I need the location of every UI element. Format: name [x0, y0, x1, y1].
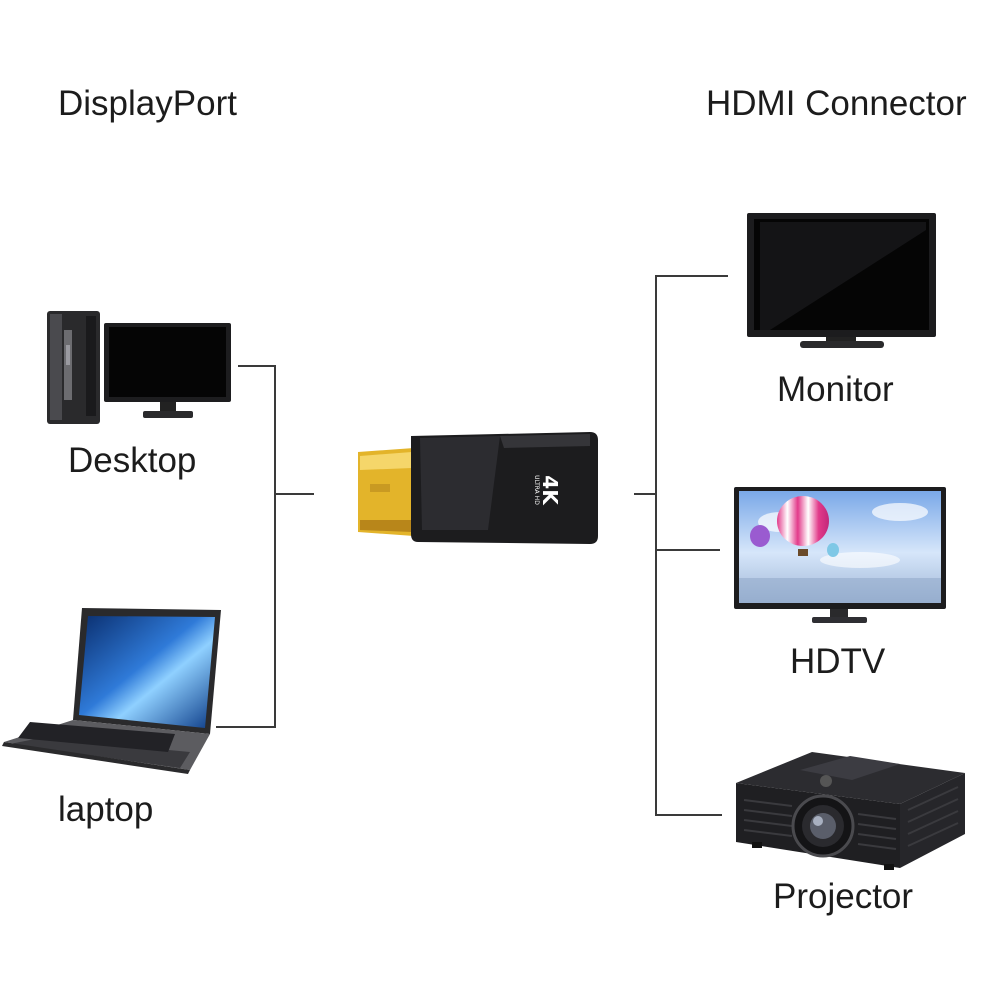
monitor-label: Monitor [777, 370, 894, 409]
adapter-badge-4k: 4K [538, 475, 562, 505]
right-connector-line [655, 275, 728, 816]
hdtv-label: HDTV [790, 642, 886, 681]
displayport-heading: DisplayPort [58, 84, 237, 123]
adapter-badge: 4K ULTRA HD [520, 460, 562, 520]
projector-label: Projector [773, 877, 914, 916]
desktop-label: Desktop [68, 441, 197, 480]
hdmi-connector-heading: HDMI Connector [706, 84, 967, 123]
left-connector-line [216, 365, 276, 728]
adapter-badge-sub: ULTRA HD [533, 475, 540, 505]
laptop-label: laptop [58, 790, 154, 829]
